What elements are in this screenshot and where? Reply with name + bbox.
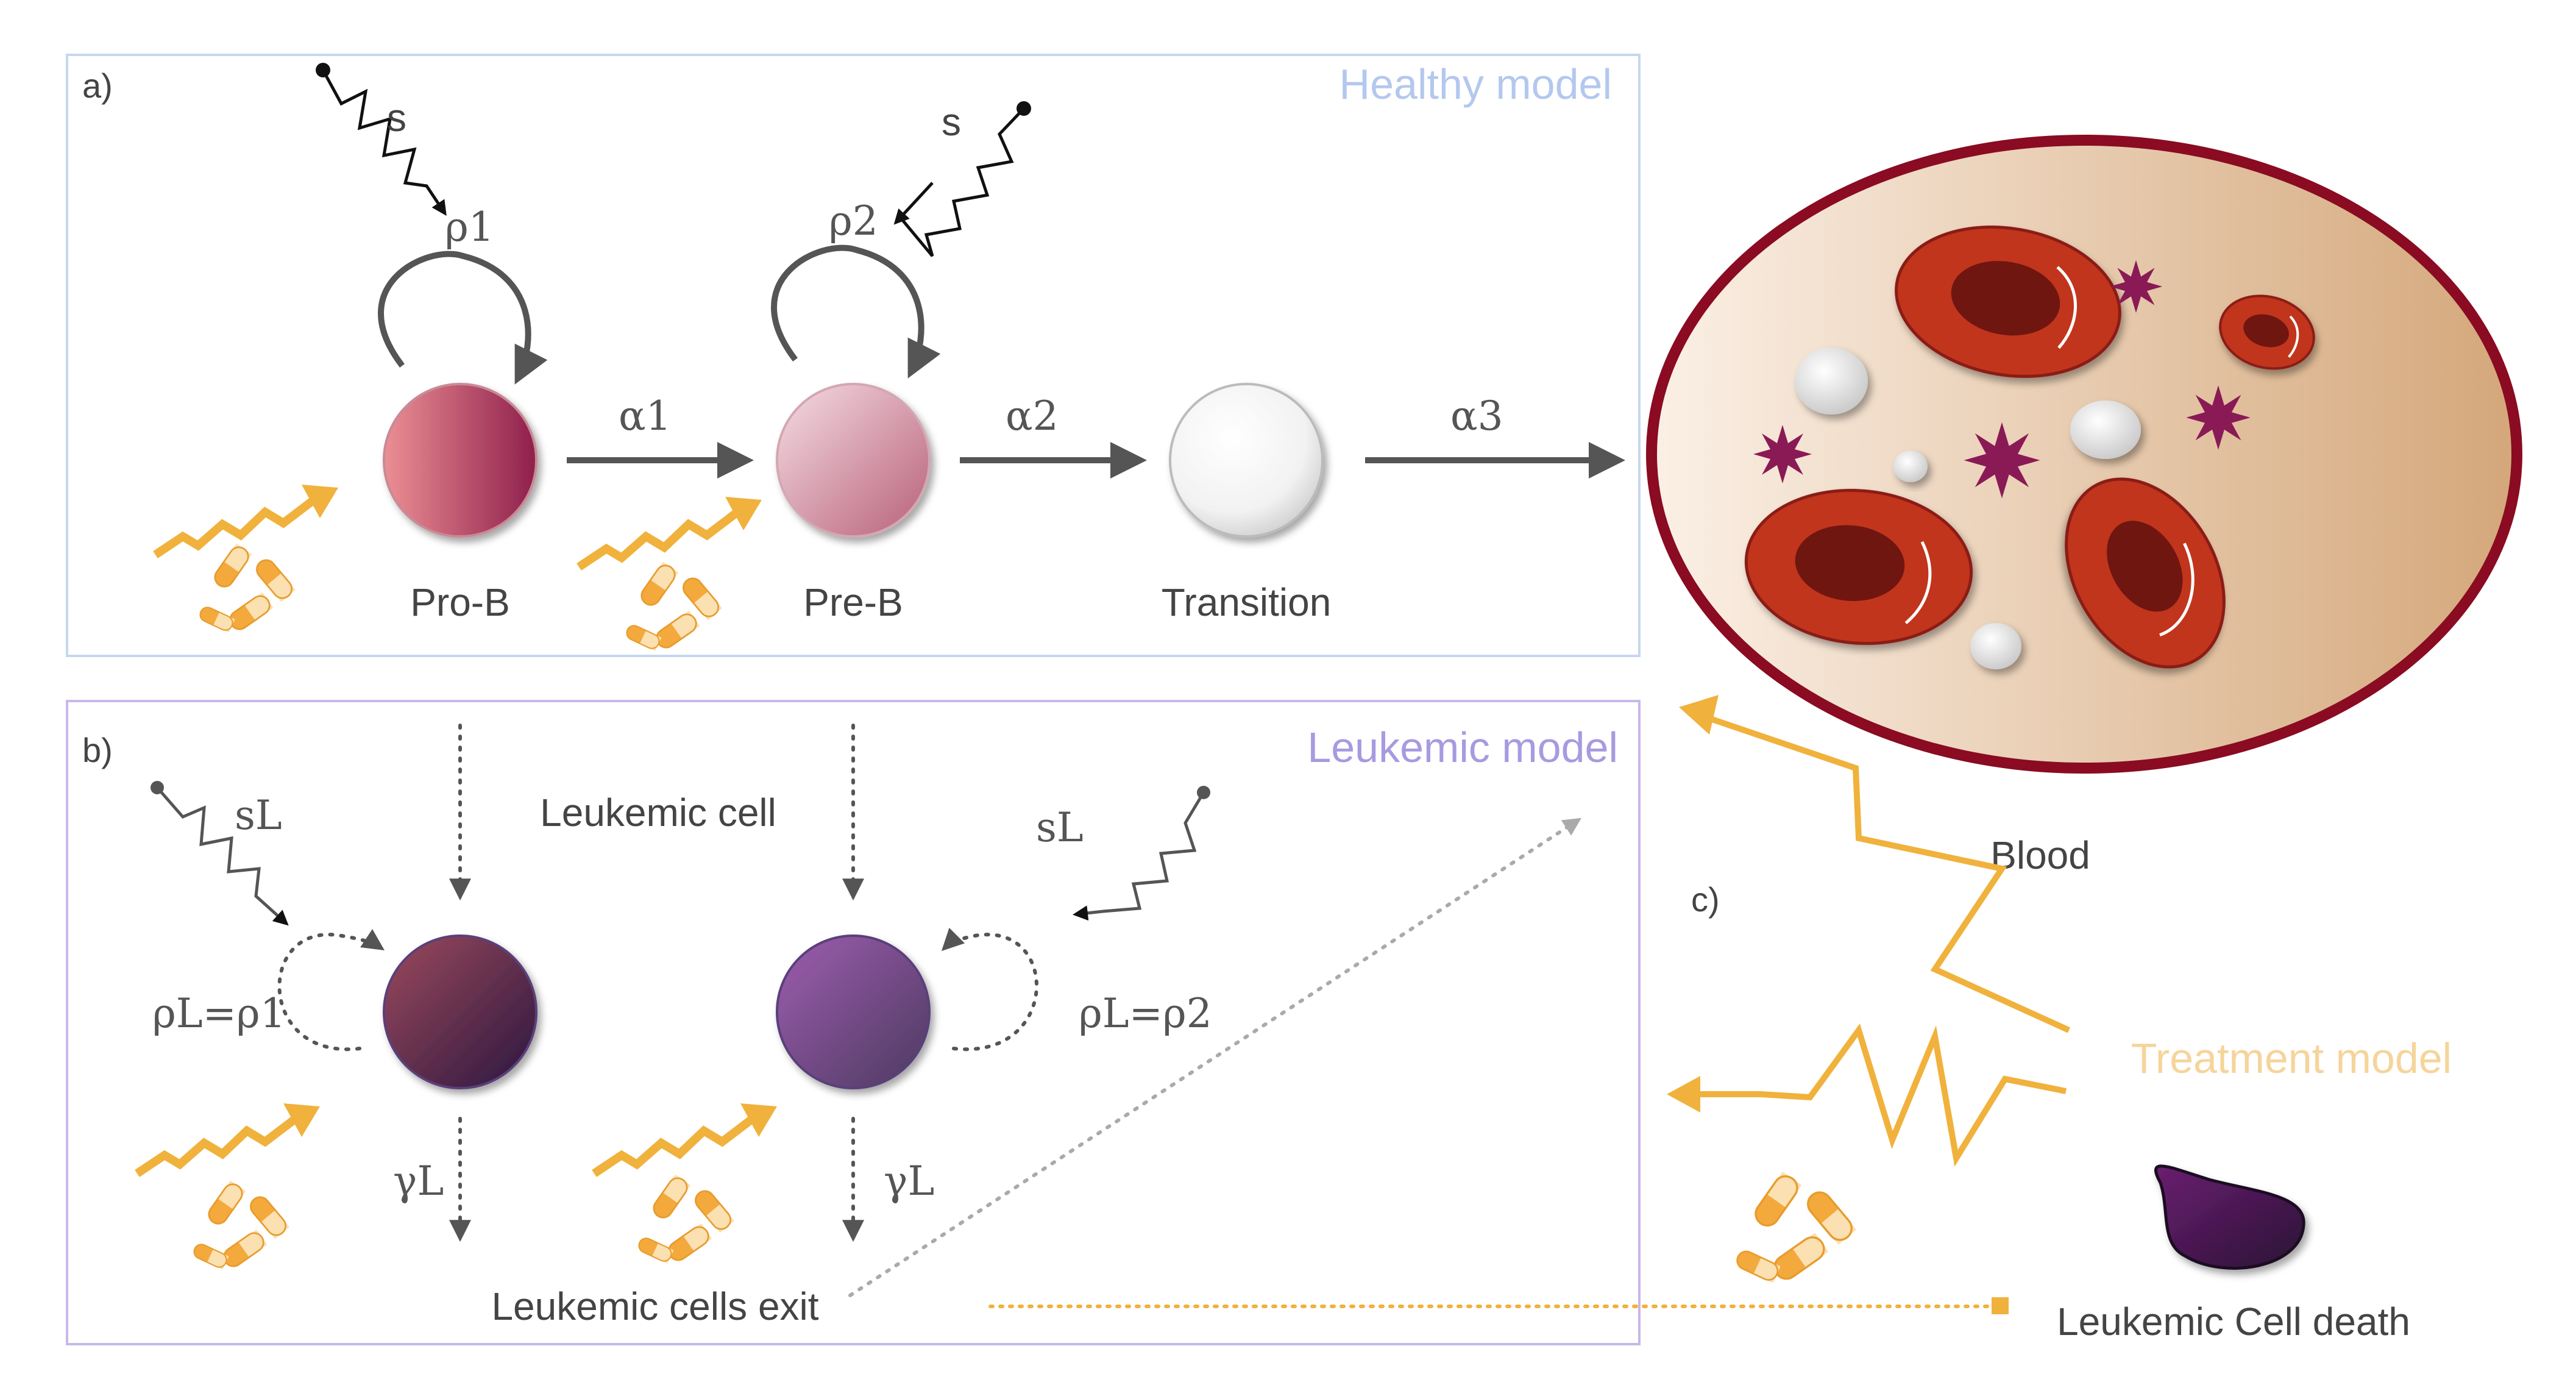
red-blood-cell: [1895, 226, 2121, 378]
sl-label-right: sL: [1036, 804, 1084, 851]
red-blood-cell: [2065, 477, 2226, 669]
rhol-label-left: ρL=ρ1: [152, 990, 286, 1037]
exit-to-blood-line: [848, 817, 1582, 1297]
self-loop-pre-b: [771, 244, 941, 379]
sl-label-left: sL: [235, 792, 282, 839]
rho2-label: ρ2: [829, 198, 878, 244]
leukemic-model-box: [66, 700, 1641, 1345]
rho1-label: ρ1: [445, 204, 494, 251]
red-blood-cell: [1744, 488, 1973, 646]
pills-icon: [625, 562, 722, 651]
gammal-label-right: γL: [884, 1158, 934, 1205]
self-loop-pro-b: [378, 251, 548, 385]
platelet: [1964, 422, 2040, 499]
platelet: [2109, 260, 2163, 313]
transition-label: Transition: [1162, 580, 1332, 624]
sl-signal-right: [1073, 786, 1210, 921]
pro-b-label: Pro-B: [410, 580, 510, 624]
pre-b-label: Pre-B: [803, 580, 903, 624]
signal-label-left: s: [387, 96, 406, 140]
alpha2-label: α2: [1006, 393, 1059, 440]
leukemic-panel-letter: b): [82, 731, 113, 769]
treatment-arrow-icon: [594, 1103, 777, 1173]
pills-icon: [637, 1175, 734, 1264]
gammal-label-left: γL: [393, 1158, 444, 1205]
treatment-arrow-icon: [579, 497, 762, 567]
leukemic-exit-label: Leukemic cells exit: [491, 1284, 818, 1328]
white-blood-cell: [1893, 450, 1928, 482]
pro-b-cell: [383, 383, 538, 538]
leukemic-cell-label: Leukemic cell: [540, 791, 776, 835]
treatment-to-blood-arrow: [1679, 695, 2071, 1033]
cell-death-label: Leukemic Cell death: [2057, 1300, 2410, 1344]
alpha1-label: α1: [619, 393, 672, 440]
signal-arrow-left: [316, 63, 447, 216]
blood-label: Blood: [1990, 833, 2090, 877]
sl-signal-left: [151, 781, 289, 926]
healthy-model-box: [66, 54, 1641, 657]
pills-icon: [1734, 1172, 1856, 1283]
leukemic-cell-right: [776, 935, 931, 1089]
pills-icon: [192, 1181, 289, 1270]
platelet: [2186, 385, 2251, 450]
treatment-arrow-icon: [137, 1103, 320, 1173]
dead-leukemic-cell: [2154, 1164, 2305, 1270]
treatment-panel-letter: c): [1691, 880, 1720, 919]
platelet: [1753, 425, 1812, 483]
transition-cell: [1169, 383, 1324, 538]
healthy-panel-letter: a): [82, 66, 113, 105]
white-blood-cell: [1795, 347, 1868, 415]
white-blood-cell: [2070, 401, 2141, 459]
dotted-loop-left: [277, 929, 385, 1052]
pre-b-cell: [776, 383, 931, 538]
healthy-model-title: Healthy model: [1339, 60, 1612, 108]
pills-icon: [198, 544, 296, 633]
white-blood-cell: [1970, 623, 2021, 669]
alpha3-label: α3: [1450, 393, 1503, 440]
death-line-end-marker: [1992, 1297, 2009, 1314]
red-blood-cell: [2219, 294, 2315, 370]
rhol-label-right: ρL=ρ2: [1079, 990, 1212, 1037]
signal-label-right: s: [942, 100, 961, 144]
dotted-loop-right: [941, 927, 1038, 1052]
treatment-arrow-icon: [155, 485, 338, 555]
treatment-to-leukemic-arrow: [1667, 1023, 2067, 1167]
treatment-model-title: Treatment model: [2131, 1034, 2452, 1082]
signal-arrow-right: [893, 101, 1031, 257]
leukemic-cell-left: [383, 935, 538, 1089]
leukemic-model-title: Leukemic model: [1307, 724, 1618, 771]
